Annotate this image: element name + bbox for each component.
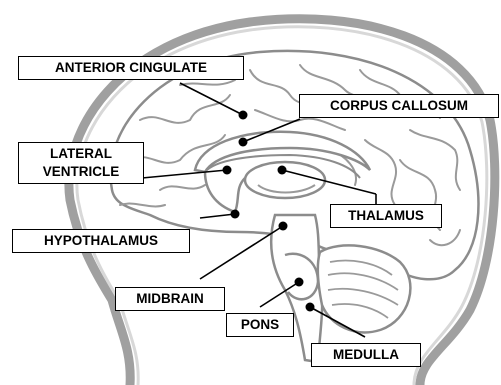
label-corpus-callosum: CORPUS CALLOSUM: [299, 94, 499, 118]
medulla-text: MEDULLA: [318, 346, 414, 364]
lateral-ventricle-text-line1: LATERAL: [25, 145, 137, 163]
label-hypothalamus: HYPOTHALAMUS: [12, 229, 190, 253]
label-anterior-cingulate: ANTERIOR CINGULATE: [18, 56, 244, 80]
corpus-callosum-text: CORPUS CALLOSUM: [306, 97, 492, 115]
anterior-cingulate-text: ANTERIOR CINGULATE: [25, 59, 237, 77]
thalamus-text: THALAMUS: [337, 207, 435, 225]
label-medulla: MEDULLA: [311, 343, 421, 367]
lateral-ventricle-text-line2: VENTRICLE: [25, 163, 137, 181]
midbrain-text: MIDBRAIN: [122, 290, 218, 308]
label-pons: PONS: [226, 313, 294, 337]
label-lateral-ventricle: LATERAL VENTRICLE: [18, 142, 144, 184]
pons-text: PONS: [233, 316, 287, 334]
hypothalamus-text: HYPOTHALAMUS: [19, 232, 183, 250]
brainstem-shape: [271, 215, 322, 362]
label-thalamus: THALAMUS: [330, 204, 442, 228]
label-midbrain: MIDBRAIN: [115, 287, 225, 311]
